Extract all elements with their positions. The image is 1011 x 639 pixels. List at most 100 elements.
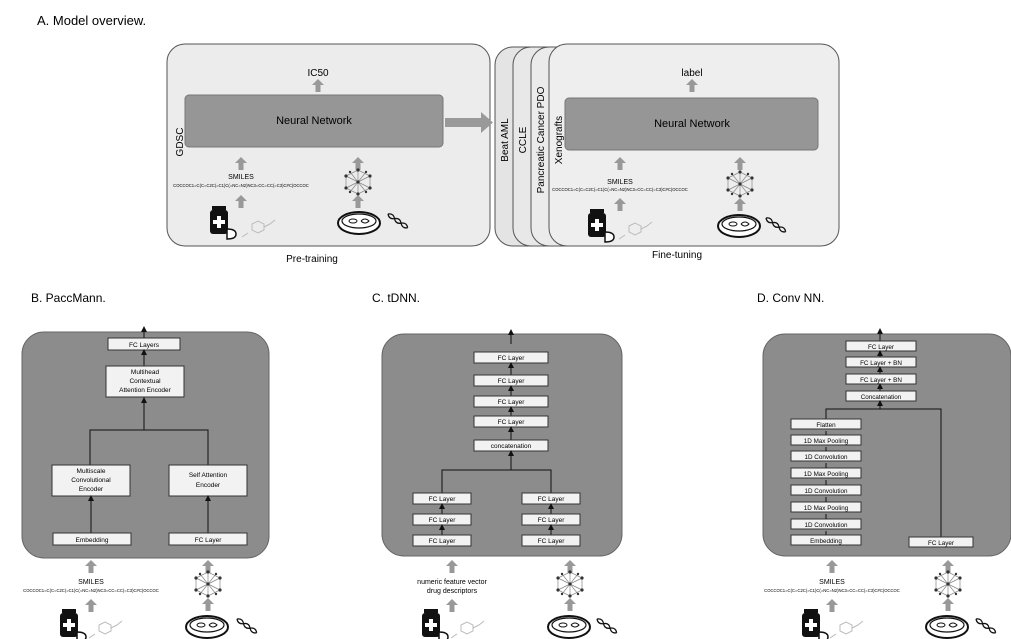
dataset-pancreatic-pdo: Pancreatic Cancer PDO — [536, 86, 547, 193]
dataset-xenografts: Xenografts — [554, 116, 565, 164]
up-arrow-icon — [85, 599, 97, 612]
up-arrow-icon — [826, 599, 838, 612]
pooling-label: 1D Max Pooling — [804, 505, 849, 512]
pooling-label: 1D Max Pooling — [804, 471, 849, 478]
finetuning-smiles-string: COCCOC1=C(C=C2C(=C1)C(=NC=N2)NC3=CC=CC(=… — [552, 187, 688, 192]
petri-dish-icon — [925, 615, 969, 639]
concatenation-label: Concatenation — [861, 394, 902, 401]
fc-layer-box — [412, 534, 472, 547]
transfer-arrow-body — [445, 118, 481, 127]
tdnn-input-line-2: drug descriptors — [427, 588, 478, 595]
msc-line-3: Encoder — [79, 486, 104, 493]
sa-line-1: Self Attention — [189, 472, 228, 479]
fc-layer-label: FC Layer — [538, 517, 566, 524]
flatten-label: Flatten — [816, 422, 836, 429]
fc-layer-box — [168, 532, 248, 546]
up-arrow-icon — [446, 599, 458, 612]
fc-layer-label: FC Layer — [498, 355, 526, 362]
molecule-icon — [829, 620, 864, 639]
drug-bottle-icon — [59, 608, 87, 639]
molecule-icon — [88, 620, 123, 639]
convolution-label: 1D Convolution — [804, 454, 848, 461]
multiscale-encoder-box — [51, 464, 131, 497]
network-icon — [193, 569, 223, 599]
fc-layer-label: FC Layer — [498, 399, 526, 406]
network-icon — [555, 569, 585, 599]
fc-layer-label: FC Layer — [429, 517, 457, 524]
paccmann-smiles-label: SMILES — [78, 579, 104, 586]
petri-dish-icon — [547, 615, 591, 639]
fc-layer-label: FC Layer — [498, 419, 526, 426]
finetuning-network-label: Neural Network — [654, 118, 730, 130]
fc-layer-label: FC Layer — [868, 344, 894, 351]
dataset-beat-aml: Beat AML — [500, 118, 511, 162]
up-arrow-icon — [826, 560, 838, 573]
convnn-smiles-string: COCCOC1=C(C=C2C(=C1)C(=NC=N2)NC3=CC=CC(=… — [764, 588, 900, 593]
attention-line-2: Contextual — [129, 378, 161, 385]
fc-layer-label: FC Layer — [538, 496, 566, 503]
pretraining-network-box — [184, 94, 444, 148]
tdnn-input-line-1: numeric feature vector — [417, 579, 487, 586]
fc-layer-box — [521, 534, 581, 547]
pretraining-smiles-label: SMILES — [228, 174, 254, 181]
flatten-box — [790, 418, 862, 430]
pretraining-smiles-string: COCCOC1=C(C=C2C(=C1)C(=NC=N2)NC3=CC=CC(=… — [173, 183, 309, 188]
drug-bottle-icon — [421, 608, 449, 639]
attention-line-3: Attention Encoder — [119, 387, 172, 394]
attention-line-1: Multihead — [131, 369, 160, 376]
drug-bottle-icon — [801, 608, 829, 639]
molecule-icon — [450, 620, 485, 639]
fc-layer-label: FC Layer — [538, 538, 566, 545]
network-icon — [933, 569, 963, 599]
pretraining-caption: Pre-training — [286, 254, 338, 265]
finetuning-caption: Fine-tuning — [652, 250, 702, 261]
finetuning-network-box — [564, 97, 819, 151]
dna-icon — [974, 616, 998, 636]
section-d-title: D. Conv NN. — [757, 291, 824, 305]
finetuning-output-label: label — [681, 68, 702, 79]
embedding-box — [52, 532, 132, 546]
dataset-ccle: CCLE — [518, 126, 529, 153]
petri-dish-icon — [717, 214, 761, 238]
fc-layer-label: FC Layer — [429, 538, 457, 545]
fc-layers-label: FC Layers — [129, 342, 160, 349]
attention-encoder-box — [105, 365, 185, 398]
fc-layer-label: FC Layer — [928, 540, 954, 547]
convolution-label: 1D Convolution — [804, 488, 848, 495]
msc-line-1: Multiscale — [77, 468, 106, 475]
sa-line-2: Encoder — [196, 482, 221, 489]
self-attention-encoder-box — [168, 464, 248, 497]
pretraining-output-label: IC50 — [307, 68, 329, 79]
fc-bn-label: FC Layer + BN — [860, 377, 902, 384]
fc-layer-label: FC Layer — [429, 496, 457, 503]
embedding-label: Embedding — [810, 538, 842, 545]
up-arrow-icon — [564, 598, 576, 611]
msc-line-2: Convolutional — [71, 477, 111, 484]
fc-layer-label: FC Layer — [195, 537, 223, 544]
up-arrow-icon — [202, 598, 214, 611]
dna-icon — [235, 616, 259, 636]
fc-layer-label: FC Layer — [498, 378, 526, 385]
convnn-panel — [762, 333, 1011, 557]
section-b-title: B. PaccMann. — [31, 291, 106, 305]
pooling-label: 1D Max Pooling — [804, 438, 849, 445]
up-arrow-icon — [446, 560, 458, 573]
up-arrow-icon — [85, 560, 97, 573]
pretraining-network-label: Neural Network — [276, 115, 352, 127]
paccmann-smiles-string: COCCOC1=C(C=C2C(=C1)C(=NC=N2)NC3=CC=CC(=… — [23, 588, 159, 593]
fc-layer-box — [908, 536, 974, 548]
transfer-arrow-head — [481, 112, 493, 133]
gdsc-label: GDSC — [175, 128, 186, 157]
section-c-title: C. tDNN. — [372, 291, 420, 305]
petri-dish-icon — [337, 211, 381, 235]
fc-bn-label: FC Layer + BN — [860, 360, 902, 367]
embedding-label: Embedding — [76, 537, 109, 544]
up-arrow-icon — [942, 598, 954, 611]
finetuning-smiles-label: SMILES — [607, 179, 633, 186]
convolution-label: 1D Convolution — [804, 522, 848, 529]
dna-icon — [595, 616, 619, 636]
section-a-title: A. Model overview. — [37, 13, 146, 28]
convnn-smiles-label: SMILES — [819, 579, 845, 586]
petri-dish-icon — [185, 615, 229, 639]
